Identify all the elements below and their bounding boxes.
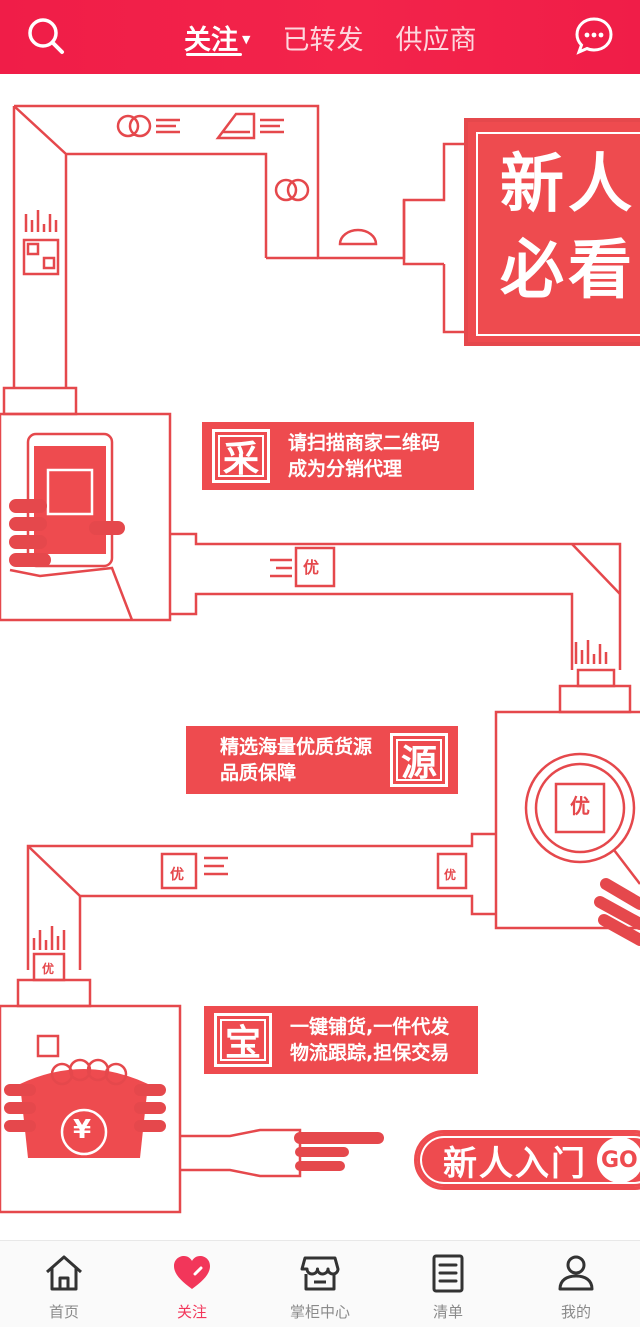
pipeline-illustration: [0, 104, 640, 1214]
newbie-banner: [464, 118, 640, 346]
box-mark-label: 优: [170, 867, 184, 883]
tab-supplier[interactable]: 供应商: [379, 0, 492, 74]
step-line: 一键铺货,一件代发: [290, 1016, 450, 1038]
nav-list[interactable]: 清单: [384, 1241, 512, 1327]
nav-follow[interactable]: 关注: [128, 1241, 256, 1327]
nav-store-center[interactable]: 掌柜中心: [256, 1241, 384, 1327]
tab-follow-label: 关注: [184, 24, 238, 56]
step-badge: 采: [212, 429, 270, 483]
top-bar: 关注 ▼ 已转发 供应商: [0, 0, 640, 74]
home-icon: [42, 1251, 86, 1295]
tab-follow[interactable]: 关注 ▼: [180, 0, 266, 74]
yen-icon: ¥: [73, 1115, 92, 1145]
newbie-start-label: 新人入门: [443, 1143, 587, 1184]
box-mark-label: 优: [570, 794, 590, 818]
step-scan: 采 请扫描商家二维码 成为分销代理: [202, 422, 474, 490]
step-badge: 宝: [214, 1013, 272, 1067]
tab-supplier-label: 供应商: [395, 24, 477, 56]
nav-home-label: 首页: [48, 1303, 79, 1321]
step-line: 请扫描商家二维码: [288, 432, 441, 454]
chat-icon: [575, 17, 613, 55]
top-tabs: 关注 ▼ 已转发 供应商: [180, 0, 492, 74]
tab-forwarded-label: 已转发: [282, 24, 364, 56]
step-line: 成为分销代理: [288, 458, 403, 480]
search-icon: [28, 18, 64, 54]
newbie-start-button[interactable]: 新人入门 GO: [414, 1130, 640, 1190]
nav-mine-label: 我的: [560, 1303, 591, 1321]
message-button[interactable]: [566, 8, 622, 64]
step-treasure: 宝 一键铺货,一件代发 物流跟踪,担保交易: [204, 1006, 478, 1074]
step-line: 品质保障: [219, 762, 296, 784]
newbie-guide-illustration: 优 优 优 优 优 ¥ 新人 必看 采 请扫描商家二维码 成为分销代理 源 精选…: [0, 74, 640, 1240]
nav-home[interactable]: 首页: [0, 1241, 128, 1327]
step-source: 源 精选海量优质货源 品质保障: [186, 726, 458, 794]
step-line: 物流跟踪,担保交易: [290, 1042, 450, 1064]
tab-forwarded[interactable]: 已转发: [266, 0, 379, 74]
step-text: 请扫描商家二维码 成为分销代理: [280, 430, 448, 482]
go-icon: GO: [597, 1137, 640, 1183]
list-icon: [426, 1251, 470, 1295]
step-badge: 源: [390, 733, 448, 787]
active-tab-underline: [186, 53, 242, 56]
caret-down-icon: ▼: [242, 32, 251, 46]
nav-store-center-label: 掌柜中心: [289, 1303, 350, 1321]
user-icon: [554, 1251, 598, 1295]
search-button[interactable]: [18, 8, 74, 64]
bottom-nav: 首页 关注 掌柜中心 清单: [0, 1240, 640, 1327]
step-text: 一键铺货,一件代发 物流跟踪,担保交易: [282, 1014, 457, 1066]
box-mark-label: 优: [444, 868, 457, 882]
nav-mine[interactable]: 我的: [512, 1241, 640, 1327]
heart-icon: [170, 1251, 214, 1295]
box-mark-label: 优: [42, 962, 55, 976]
step-line: 精选海量优质货源: [219, 736, 372, 758]
step-text: 精选海量优质货源 品质保障: [212, 734, 380, 786]
box-mark-label: 优: [303, 558, 320, 577]
newbie-banner-frame: [476, 132, 640, 336]
nav-list-label: 清单: [432, 1303, 463, 1321]
newbie-banner-text: 新人 必看: [500, 148, 636, 308]
nav-follow-label: 关注: [176, 1303, 207, 1321]
store-icon: [298, 1251, 342, 1295]
